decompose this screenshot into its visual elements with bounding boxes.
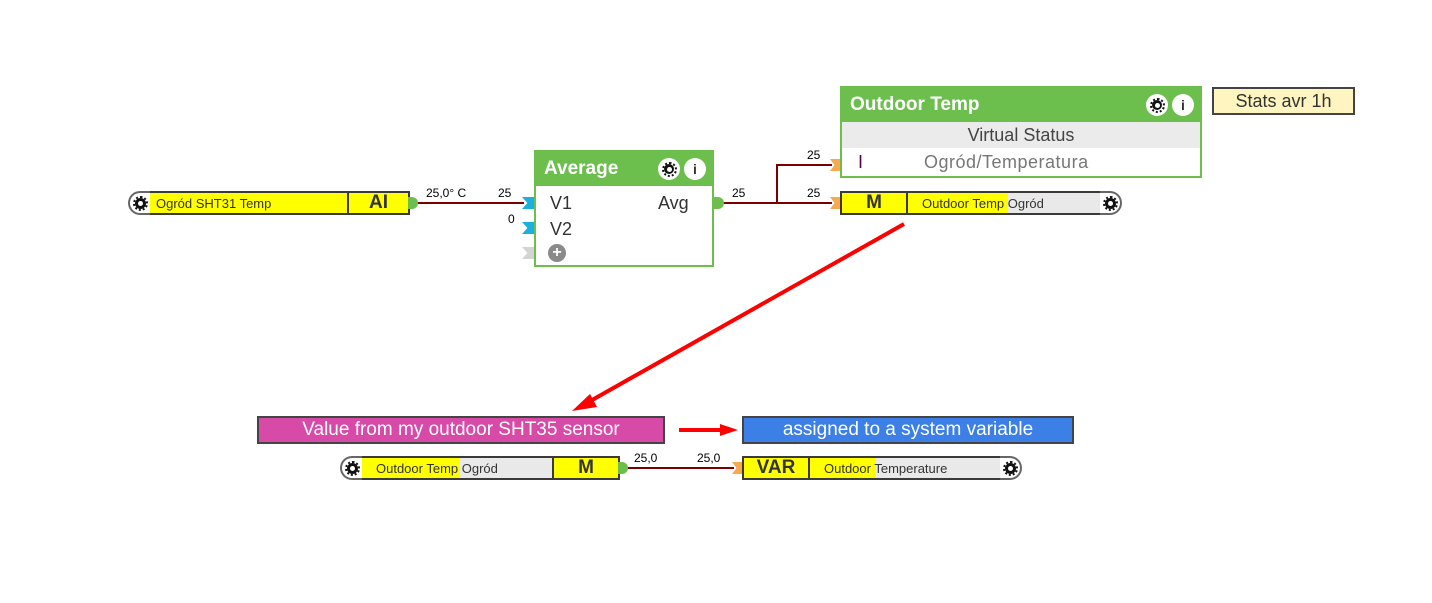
average-input-v1-value: 25 xyxy=(498,186,512,200)
average-block[interactable]: Average i V1 V2 Avg + xyxy=(534,150,714,267)
memory-top-name-text: Outdoor Temp Ogród xyxy=(922,195,1044,211)
average-input-v1-label: V1 xyxy=(550,193,573,213)
sensor-settings-button[interactable] xyxy=(128,191,150,215)
add-input-button[interactable]: + xyxy=(548,244,566,262)
annotation-arrowhead-horizontal xyxy=(720,424,738,436)
average-output-port[interactable] xyxy=(714,197,724,209)
average-output-value: 25 xyxy=(732,186,746,200)
memory-top-settings-button[interactable] xyxy=(1100,191,1122,215)
average-settings-button[interactable] xyxy=(658,158,680,180)
memory-bottom-output-port[interactable] xyxy=(618,462,628,474)
info-icon: i xyxy=(1181,97,1185,113)
info-icon: i xyxy=(693,161,697,177)
outdoor-temp-input-port[interactable] xyxy=(830,159,840,171)
average-input-v1-port[interactable] xyxy=(522,197,534,209)
memory-bottom-type: M xyxy=(552,457,618,478)
sensor-type: AI xyxy=(347,192,408,213)
sensor-name: Ogród SHT31 Temp xyxy=(142,193,347,213)
outdoor-temp-input-value: 25 xyxy=(807,148,821,162)
variable-name-text: Outdoor Temperature xyxy=(824,460,948,476)
sensor-note: Value from my outdoor SHT35 sensor xyxy=(257,416,665,444)
average-input-v2-value: 0 xyxy=(508,212,515,226)
outdoor-temp-settings-button[interactable] xyxy=(1146,94,1168,116)
variable-input-value: 25,0 xyxy=(697,451,721,465)
memory-top-input-value: 25 xyxy=(807,186,821,200)
gear-icon xyxy=(344,460,360,476)
variable-type: VAR xyxy=(744,457,810,478)
average-info-button[interactable]: i xyxy=(684,158,706,180)
memory-bottom-output-value: 25,0 xyxy=(634,451,658,465)
outdoor-temp-subtitle: Virtual Status xyxy=(842,122,1200,148)
gear-icon xyxy=(1102,195,1118,211)
gear-icon xyxy=(1002,460,1018,476)
stats-note: Stats avr 1h xyxy=(1212,87,1355,115)
memory-top-block[interactable]: M Outdoor Temp Ogród xyxy=(840,191,1122,215)
variable-note: assigned to a system variable xyxy=(742,416,1074,444)
outdoor-temp-block[interactable]: Outdoor Temp i Virtual Status I Ogród/Te… xyxy=(840,86,1202,178)
annotation-arrowhead-diagonal xyxy=(572,394,597,411)
memory-bottom-name: Outdoor Temp Ogród xyxy=(354,458,552,478)
memory-bottom-name-text: Outdoor Temp Ogród xyxy=(376,460,498,476)
sensor-output-value: 25,0° C xyxy=(426,186,467,200)
sensor-block[interactable]: Ogród SHT31 Temp AI xyxy=(128,191,410,215)
memory-top-name: Outdoor Temp Ogród xyxy=(908,193,1108,213)
outdoor-temp-title: Outdoor Temp xyxy=(850,94,980,115)
variable-block[interactable]: VAR Outdoor Temperature xyxy=(742,456,1022,480)
outdoor-temp-path: Ogród/Temperatura xyxy=(924,152,1089,172)
outdoor-temp-input-label: I xyxy=(858,152,864,172)
average-add-input-port[interactable] xyxy=(522,247,534,259)
plus-icon: + xyxy=(552,244,562,261)
outdoor-temp-info-button[interactable]: i xyxy=(1172,94,1194,116)
average-title: Average xyxy=(544,158,619,179)
sensor-output-port[interactable] xyxy=(408,197,418,209)
variable-settings-button[interactable] xyxy=(1000,456,1022,480)
memory-bottom-settings-button[interactable] xyxy=(340,456,362,480)
memory-bottom-block[interactable]: Outdoor Temp Ogród M xyxy=(340,456,620,480)
variable-name: Outdoor Temperature xyxy=(810,458,1006,478)
gear-icon xyxy=(662,162,677,177)
average-input-v2-port[interactable] xyxy=(522,222,534,234)
gear-icon xyxy=(1150,98,1165,113)
average-input-v2-label: V2 xyxy=(550,219,573,239)
memory-top-input-port[interactable] xyxy=(830,197,840,209)
variable-input-port[interactable] xyxy=(732,462,742,474)
memory-top-type: M xyxy=(842,192,908,213)
gear-icon xyxy=(132,195,148,211)
average-output-label: Avg xyxy=(658,193,689,213)
